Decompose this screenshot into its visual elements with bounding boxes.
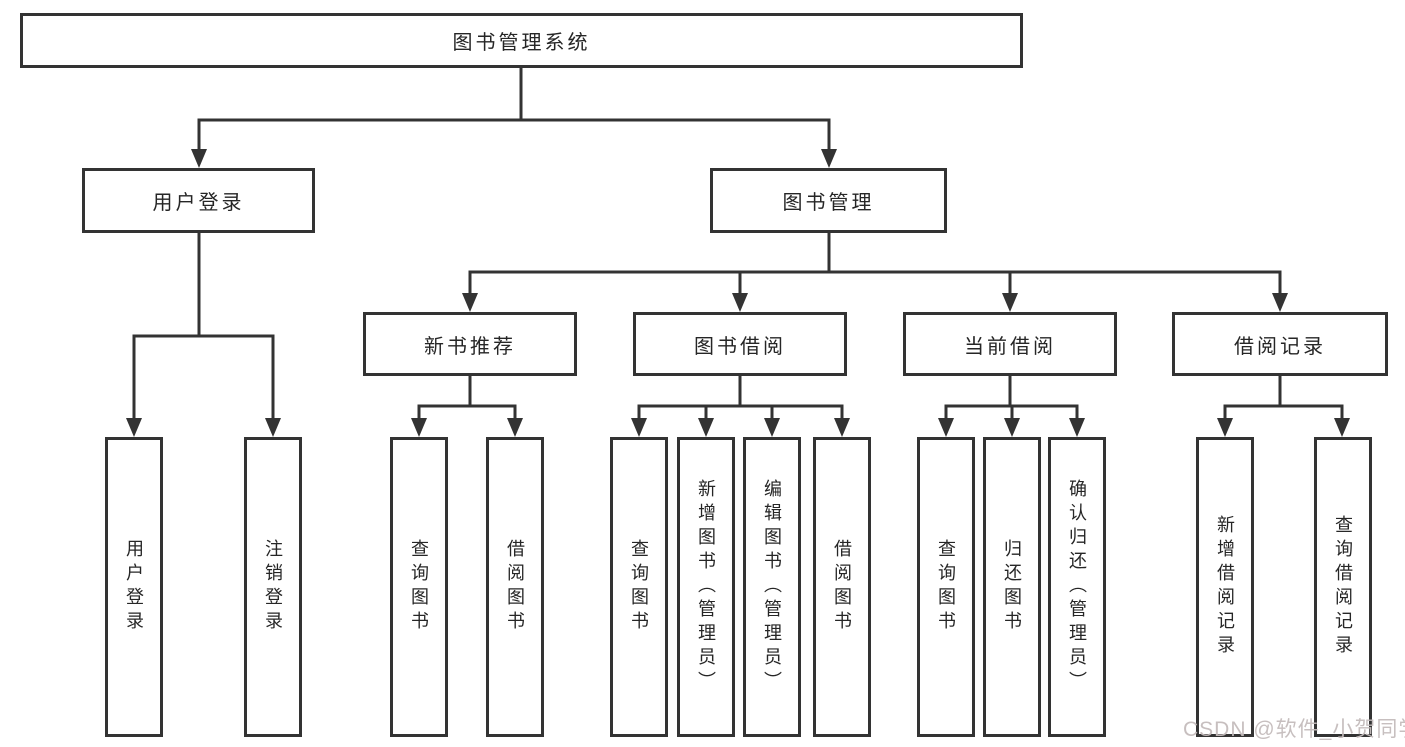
arrow-down-icon xyxy=(1334,418,1350,437)
node-current-borrowing: 当前借阅 xyxy=(903,312,1117,376)
connector-root-to-level2 xyxy=(197,66,831,155)
arrow-down-icon xyxy=(265,418,281,437)
leaf-query-borrow-record: 查询借阅记录 xyxy=(1314,437,1372,737)
leaf-add-borrow-record: 新增借阅记录 xyxy=(1196,437,1254,737)
leaf-label: 查询图书 xyxy=(629,539,649,635)
arrow-down-icon xyxy=(1272,293,1288,312)
arrowheads xyxy=(126,149,1350,437)
arrow-down-icon xyxy=(191,149,207,168)
arrow-down-icon xyxy=(462,293,478,312)
leaf-label: 注销登录 xyxy=(263,539,283,635)
connector-user-login-to-children xyxy=(132,231,275,424)
node-label: 图书管理系统 xyxy=(452,32,591,54)
leaf-label: 查询图书 xyxy=(936,539,956,635)
leaf-logout: 注销登录 xyxy=(244,437,302,737)
arrow-down-icon xyxy=(732,293,748,312)
connector-new-book-to-children xyxy=(417,374,517,424)
arrow-down-icon xyxy=(821,149,837,168)
arrow-down-icon xyxy=(507,418,523,437)
connector-current-borrow-to-children xyxy=(944,374,1079,424)
node-new-book-recommendation: 新书推荐 xyxy=(363,312,577,376)
node-label: 新书推荐 xyxy=(424,335,516,358)
node-label: 图书借阅 xyxy=(694,335,786,358)
node-label: 图书管理 xyxy=(782,192,875,214)
leaf-label: 用户登录 xyxy=(124,539,144,635)
leaf-query-books-current: 查询图书 xyxy=(917,437,975,737)
node-label: 借阅记录 xyxy=(1234,335,1326,358)
leaf-label: 借阅图书 xyxy=(505,539,525,635)
node-label: 用户登录 xyxy=(152,192,245,214)
leaf-label: 查询图书 xyxy=(409,539,429,635)
leaf-label: 新增图书（管理员） xyxy=(696,479,716,695)
connector-book-management-to-level3 xyxy=(468,231,1282,300)
leaf-label: 编辑图书（管理员） xyxy=(762,479,782,695)
arrow-down-icon xyxy=(938,418,954,437)
leaf-edit-book-admin: 编辑图书（管理员） xyxy=(743,437,801,737)
arrow-down-icon xyxy=(1069,418,1085,437)
node-label: 当前借阅 xyxy=(964,335,1056,358)
leaf-label: 查询借阅记录 xyxy=(1333,515,1353,659)
leaf-query-books-borrow: 查询图书 xyxy=(610,437,668,737)
leaf-confirm-return-admin: 确认归还（管理员） xyxy=(1048,437,1106,737)
arrow-down-icon xyxy=(1217,418,1233,437)
arrow-down-icon xyxy=(1002,293,1018,312)
connector-book-borrow-to-children xyxy=(637,374,844,424)
leaf-label: 新增借阅记录 xyxy=(1215,515,1235,659)
arrow-down-icon xyxy=(764,418,780,437)
leaf-label: 确认归还（管理员） xyxy=(1067,479,1087,695)
leaf-user-login: 用户登录 xyxy=(105,437,163,737)
node-borrowing-records: 借阅记录 xyxy=(1172,312,1388,376)
leaf-add-book-admin: 新增图书（管理员） xyxy=(677,437,735,737)
arrow-down-icon xyxy=(834,418,850,437)
leaf-label: 借阅图书 xyxy=(832,539,852,635)
arrow-down-icon xyxy=(631,418,647,437)
arrow-down-icon xyxy=(126,418,142,437)
csdn-watermark: CSDN @软件_小贺同学 xyxy=(1183,718,1405,741)
arrow-down-icon xyxy=(1004,418,1020,437)
node-root-system: 图书管理系统 xyxy=(20,13,1023,68)
arrow-down-icon xyxy=(411,418,427,437)
leaf-query-books-recommend: 查询图书 xyxy=(390,437,448,737)
arrow-down-icon xyxy=(698,418,714,437)
node-user-login: 用户登录 xyxy=(82,168,315,233)
node-book-borrowing: 图书借阅 xyxy=(633,312,847,376)
leaf-return-book: 归还图书 xyxy=(983,437,1041,737)
leaf-borrow-books: 借阅图书 xyxy=(813,437,871,737)
node-book-management: 图书管理 xyxy=(710,168,947,233)
connector-borrow-records-to-children xyxy=(1223,373,1344,424)
leaf-borrow-books-recommend: 借阅图书 xyxy=(486,437,544,737)
leaf-label: 归还图书 xyxy=(1002,539,1022,635)
